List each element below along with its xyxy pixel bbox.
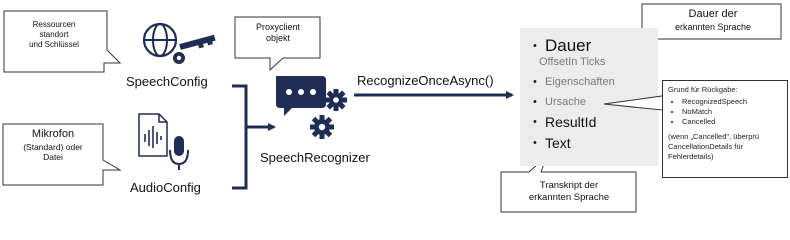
chat-gears-icon [276, 76, 347, 139]
transkript-callout-text: Transkript der erkannten Sprache [528, 180, 610, 203]
result-item-resultid: •ResultId [533, 114, 597, 130]
return-reason-box: Grund für Rückgabe: RecognizedSpeech NoM… [662, 80, 788, 178]
reason-option: RecognizedSpeech [682, 97, 782, 107]
reason-option: Cancelled [682, 117, 782, 127]
recognize-method-label: RecognizeOnceAsync() [357, 73, 494, 88]
bullet-icon: • [533, 96, 537, 108]
audio-config-label: AudioConfig [130, 180, 201, 195]
globe-key-icon [142, 22, 216, 64]
connectors [232, 84, 514, 190]
proxyclient-callout-text: Proxyclient objekt [255, 22, 300, 44]
bullet-icon: • [533, 116, 537, 128]
result-item-eigenschaften: •Eigenschaften [533, 76, 615, 88]
result-item-text: •Text [533, 135, 571, 151]
result-properties-panel [520, 28, 658, 166]
speech-config-label: SpeechConfig [126, 74, 208, 89]
reason-note-line: Fehlerdetails) [668, 151, 714, 161]
result-item-ursache: •Ursache [533, 96, 586, 108]
mikrofon-callout [2, 123, 122, 186]
result-item-offset: OffsetIn Ticks [539, 56, 606, 68]
proxyclient-callout [234, 16, 321, 72]
result-item-dauer: •Dauer [533, 36, 592, 55]
audio-file-mic-icon [138, 113, 189, 170]
transkript-callout [500, 155, 637, 213]
bullet-icon: • [533, 137, 537, 149]
bullet-icon: • [533, 40, 537, 52]
merge-bracket [232, 84, 248, 190]
speech-recognizer-label: SpeechRecognizer [260, 150, 370, 165]
resources-callout [3, 10, 122, 73]
mikrofon-callout-text: Mikrofon (Standard) oder Datei [23, 128, 83, 163]
dauer-callout-text: Dauer der erkannten Sprache [674, 8, 752, 32]
bullet-icon: • [533, 76, 537, 88]
reason-note-line: (wenn „Cancelled", überprü [668, 131, 760, 141]
reason-note-line: CancellationDetails für [668, 141, 744, 151]
reason-option: NoMatch [682, 107, 782, 117]
reason-heading: Grund für Rückgabe: [668, 85, 738, 94]
resources-callout-text: Ressourcen standort und Schlüssel [29, 20, 79, 49]
reason-options: RecognizedSpeech NoMatch Cancelled [668, 97, 782, 127]
